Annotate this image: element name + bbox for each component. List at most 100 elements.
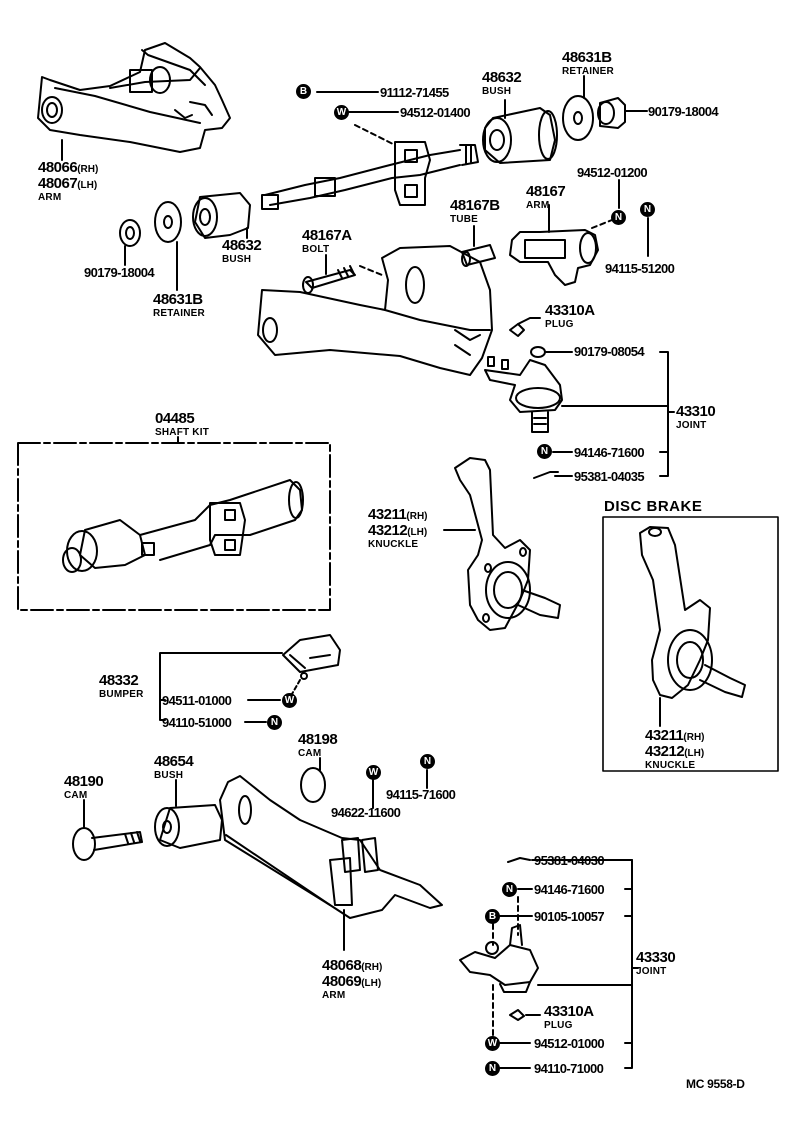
side-lh: (LH) [407, 527, 428, 538]
washer-symbol-icon: W [366, 765, 381, 780]
label-bush-48632-left: 48632 BUSH [222, 237, 262, 265]
bush-48654-drawing [154, 804, 223, 849]
label-upper-arm: 48066(RH) 48067(LH) ARM [38, 160, 98, 203]
part-number: 48198 [298, 731, 338, 748]
part-number: 43212 [368, 522, 408, 539]
part-name: PLUG [544, 1020, 573, 1031]
part-number: 48067 [38, 175, 78, 192]
upper-right-bush-drawing [482, 95, 626, 164]
washer-symbol-icon: W [334, 105, 349, 120]
leader-bumper-dashed [291, 679, 301, 695]
part-name: RETAINER [153, 308, 205, 319]
cotter-pin-lower-drawing [507, 857, 531, 863]
label-lower-arm: 48068(RH) 48069(LH) ARM [322, 958, 382, 1001]
label-94512-01400: 94512-01400 [400, 105, 471, 120]
part-number: 48631B [562, 49, 612, 66]
label-94115-51200: 94115-51200 [605, 261, 675, 276]
label-94146-71600-lower: 94146-71600 [534, 882, 605, 897]
side-rh: (RH) [683, 732, 705, 743]
label-cam-48198: 48198 CAM [298, 731, 338, 759]
part-number: 48631B [153, 291, 203, 308]
upper-arm-drawing [37, 42, 231, 153]
label-cam-48190: 48190 CAM [64, 774, 104, 801]
part-number: 04485 [155, 410, 195, 427]
part-number: 43330 [636, 949, 676, 966]
washer-symbol-icon: W [485, 1036, 500, 1051]
part-number: 48332 [99, 672, 139, 689]
knuckle-drawing [454, 457, 561, 631]
label-90179-08054: 90179-08054 [574, 344, 645, 359]
leader-bolt-dashed [359, 265, 383, 276]
knuckle-disc-drawing [639, 526, 746, 699]
part-name: CAM [64, 790, 88, 801]
part-number: 48654 [154, 753, 194, 770]
part-number: 48066 [38, 159, 78, 176]
part-number: 43310 [676, 403, 716, 420]
label-94512-01200: 94512-01200 [577, 165, 648, 180]
disc-brake-title: DISC BRAKE [604, 498, 703, 515]
bumper-drawing [282, 634, 341, 680]
part-number: 43212 [645, 743, 685, 760]
part-number: 48068 [322, 957, 362, 974]
cotter-pin-upper-drawing [533, 471, 559, 479]
label-knuckle-disc: 43211(RH) 43212(LH) KNUCKLE [645, 728, 705, 771]
washer-symbol-icon: W [282, 693, 297, 708]
label-94110-51000: 94110-51000 [162, 715, 232, 730]
lower-joint-dashed-leaders [492, 896, 519, 1036]
leader-dashed-94512-01200 [591, 219, 613, 229]
label-joint-43330: 43330 JOINT [636, 949, 676, 977]
nut-symbol-icon: N [640, 202, 655, 217]
side-rh: (RH) [361, 962, 383, 973]
upper-ball-joint-drawing [484, 346, 563, 433]
part-number: 43211 [368, 506, 407, 523]
arm-48167-drawing [461, 229, 599, 286]
part-name: BUSH [222, 254, 252, 265]
part-number: 48632 [222, 237, 262, 254]
part-name: TUBE [450, 214, 479, 225]
label-90179-18004-right: 90179-18004 [648, 104, 719, 119]
bolt-symbol-icon: B [296, 84, 311, 99]
label-shaft-kit: 04485 SHAFT KIT [155, 411, 209, 438]
label-plug-lower: 43310A PLUG [544, 1004, 594, 1031]
upper-control-arm-drawing [257, 245, 493, 376]
nut-symbol-icon: N [537, 444, 552, 459]
label-joint-43310: 43310 JOINT [676, 403, 716, 431]
label-94115-71600: 94115-71600 [386, 787, 456, 802]
side-lh: (LH) [361, 978, 382, 989]
label-94110-71000: 94110-71000 [534, 1061, 604, 1076]
leader-washer-dashed [354, 124, 396, 146]
nut-symbol-icon: N [420, 754, 435, 769]
part-name: KNUCKLE [368, 539, 419, 550]
label-94622-11600: 94622-11600 [331, 805, 401, 820]
shaft-kit-box [17, 442, 331, 611]
disc-brake-box [602, 516, 779, 772]
side-lh: (LH) [77, 180, 98, 191]
part-name: BUSH [154, 770, 184, 781]
bracket-bumper [159, 652, 283, 721]
nut-symbol-icon: N [502, 882, 517, 897]
side-lh: (LH) [684, 748, 705, 759]
part-name: BOLT [302, 244, 330, 255]
cam-48190-drawing [72, 827, 143, 861]
nut-symbol-icon: N [611, 210, 626, 225]
label-91112-71455: 91112-71455 [380, 85, 449, 100]
part-number: 48167A [302, 227, 352, 244]
plug-upper-drawing [509, 323, 525, 337]
part-number: 43310A [545, 302, 595, 319]
label-bumper: 48332 BUMPER [99, 673, 144, 700]
label-94511-01000: 94511-01000 [162, 693, 232, 708]
part-number: 43211 [645, 727, 684, 744]
part-number: 43310A [544, 1003, 594, 1020]
part-name: KNUCKLE [645, 760, 696, 771]
part-name: RETAINER [562, 66, 614, 77]
label-retainer-left: 48631B RETAINER [153, 292, 205, 319]
part-name: CAM [298, 748, 322, 759]
label-95381-04035: 95381-04035 [574, 469, 645, 484]
nut-symbol-icon: N [485, 1061, 500, 1076]
side-rh: (RH) [77, 164, 99, 175]
nut-symbol-icon: N [267, 715, 282, 730]
label-bush-48632-right: 48632 BUSH [482, 70, 522, 97]
bolt-symbol-icon: B [485, 909, 500, 924]
label-90179-18004-left: 90179-18004 [84, 265, 155, 280]
